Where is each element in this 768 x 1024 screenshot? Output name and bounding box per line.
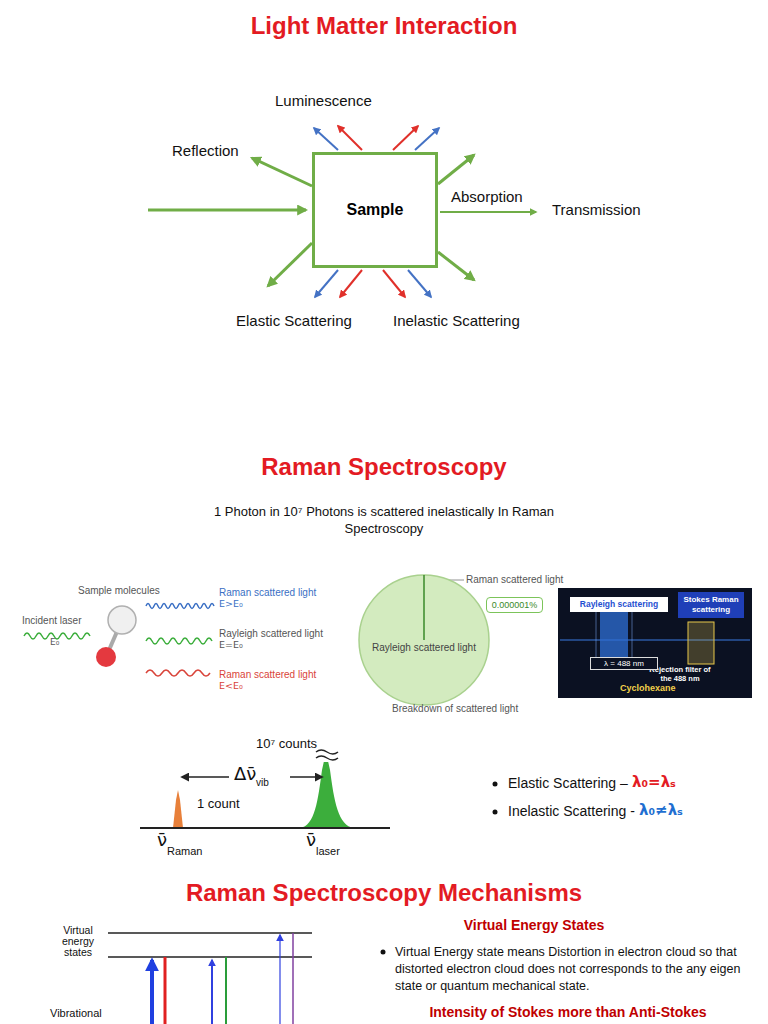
scattered-wave: [146, 670, 210, 676]
energy-label: E=E₀: [219, 640, 243, 651]
excitation-arrow: [150, 960, 154, 1024]
node-label: Stokes Raman scattering: [678, 595, 744, 615]
output-label: Reflection: [172, 142, 239, 159]
scatter-arrow: [315, 270, 338, 297]
subheading: Virtual Energy States: [374, 917, 694, 933]
subscript: vib: [256, 777, 269, 789]
raman-peak: [173, 790, 183, 828]
bullet-text: Virtual Energy state means Distortion in…: [395, 944, 743, 995]
node-label: Rayleigh scattered light: [372, 626, 476, 654]
peak-label: 10⁷ counts: [256, 737, 317, 752]
axis-break: [316, 750, 338, 754]
scatter-arrow: [408, 270, 431, 297]
figure-label: Raman scattered light: [219, 587, 316, 599]
scatter-arrow: [340, 270, 362, 297]
axis-symbol: ν̄: [157, 830, 167, 851]
figure-label: Rayleigh scattered light: [219, 628, 323, 640]
output-label: Luminescence: [275, 92, 372, 109]
formula: λ₀≠λₛ: [639, 802, 683, 819]
scattered-wave: [146, 604, 214, 609]
emission-arrow: [393, 126, 418, 150]
scatter-arrow: [438, 155, 474, 184]
percent-badge: 0.000001%: [486, 597, 543, 613]
bullet-dot: [493, 810, 498, 815]
photo-panel: Rejection filter of the 488 nmCyclohexan…: [558, 588, 752, 698]
peak-label: 1 count: [197, 797, 240, 812]
scattered-wave: [146, 638, 212, 644]
shift-arrow: [290, 776, 322, 778]
energy-level: [108, 932, 312, 934]
formula: λ₀=λₛ: [632, 774, 676, 791]
node-caption: Cyclohexane: [620, 683, 676, 693]
energy-label: E>E₀: [219, 599, 243, 610]
pie-label: Raman scattered light: [466, 574, 563, 586]
node-label: Rayleigh scattering: [580, 600, 658, 610]
photo-background: [558, 588, 752, 698]
node-label: 0.000001%: [492, 600, 538, 610]
node-label: λ = 488 nm: [604, 659, 644, 668]
photo-tag: Rayleigh scattering: [570, 597, 668, 612]
pie-shape: [358, 574, 490, 706]
emission-line: [225, 957, 227, 1024]
figure-label: Raman scattered light: [219, 669, 316, 681]
figure-caption: Breakdown of scattered light: [392, 703, 518, 715]
bullet-text: Inelastic Scattering -: [508, 803, 635, 819]
photo-tag: Stokes Raman scattering: [678, 592, 744, 618]
excitation-arrow: [279, 935, 280, 1024]
emission-arrow: [314, 128, 338, 150]
filter-glow: [688, 622, 714, 664]
level-label: Virtual energy states: [50, 925, 106, 958]
emission-line: [292, 933, 294, 1024]
transmission-arrow: [440, 211, 536, 213]
shift-arrow: [182, 776, 229, 778]
section-title: Raman Spectroscopy Mechanisms: [84, 879, 684, 907]
figure-label: Sample molecules: [78, 585, 160, 597]
bullet-dot: [493, 782, 498, 787]
pie-disc: [359, 575, 489, 705]
bullet-text: Elastic Scattering –: [508, 775, 628, 791]
scatter-arrow: [268, 243, 312, 286]
energy-level: [108, 956, 312, 958]
pie-slice: [423, 575, 425, 640]
axis-break-gap: [316, 748, 338, 762]
output-label: Inelastic Scattering: [393, 312, 520, 329]
figure-label: Incident laser: [22, 615, 81, 627]
molecule-atom: [96, 647, 116, 667]
energy-label: E<E₀: [219, 681, 243, 692]
subheading: Intensity of Stokes more than Anti-Stoke…: [358, 1004, 768, 1020]
node-label: Sample: [347, 201, 404, 219]
subscript: Raman: [167, 845, 202, 858]
spectrum-axis: [140, 827, 390, 829]
emission-arrow: [415, 128, 439, 150]
wavelength-tag: λ = 488 nm: [590, 657, 658, 670]
level-label: Vibrational: [50, 1007, 102, 1020]
axis-break: [316, 756, 338, 760]
rayleigh-peak: [300, 752, 354, 828]
shift-symbol: Δν̄: [234, 764, 256, 785]
reflection-arrow: [252, 158, 312, 186]
bullet-dot: [381, 950, 386, 955]
output-label: Transmission: [552, 201, 641, 218]
scatter-arrow: [383, 270, 405, 297]
emission-arrow: [338, 126, 362, 150]
subscript: laser: [316, 845, 340, 858]
section-title: Raman Spectroscopy: [104, 453, 664, 481]
intro-text: 1 Photon in 10⁷ Photons is scattered ine…: [189, 503, 579, 537]
scatter-arrow: [438, 252, 474, 280]
energy-label: E₀: [50, 637, 59, 647]
molecule-atom: [108, 606, 136, 634]
pie-chart: Rayleigh scattered light: [358, 574, 490, 706]
excitation-arrow: [211, 960, 213, 1024]
laser-beam: [560, 639, 750, 641]
incident-arrow: [148, 209, 306, 212]
output-label: Elastic Scattering: [236, 312, 352, 329]
axis-symbol: ν̄: [306, 830, 316, 851]
page-title: Light Matter Interaction: [64, 12, 704, 40]
output-label: Absorption: [451, 188, 523, 205]
sample-box: Sample: [312, 152, 438, 268]
emission-line: [164, 957, 167, 1024]
